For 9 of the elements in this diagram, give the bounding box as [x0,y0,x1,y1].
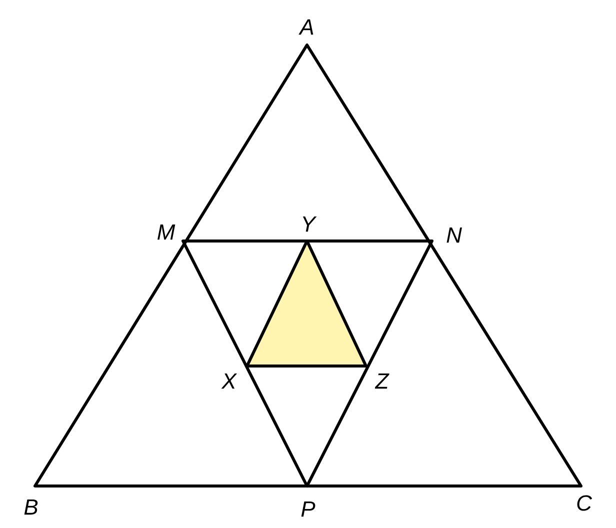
point-label: B [24,499,38,515]
point-label: P [301,501,316,517]
point-label: Z [374,373,390,389]
point-label: Y [302,216,317,232]
point-label: N [446,227,462,243]
point-label: X [221,373,238,389]
point-label: A [298,19,314,35]
point-label: M [158,224,176,240]
point-label: C [577,495,592,511]
